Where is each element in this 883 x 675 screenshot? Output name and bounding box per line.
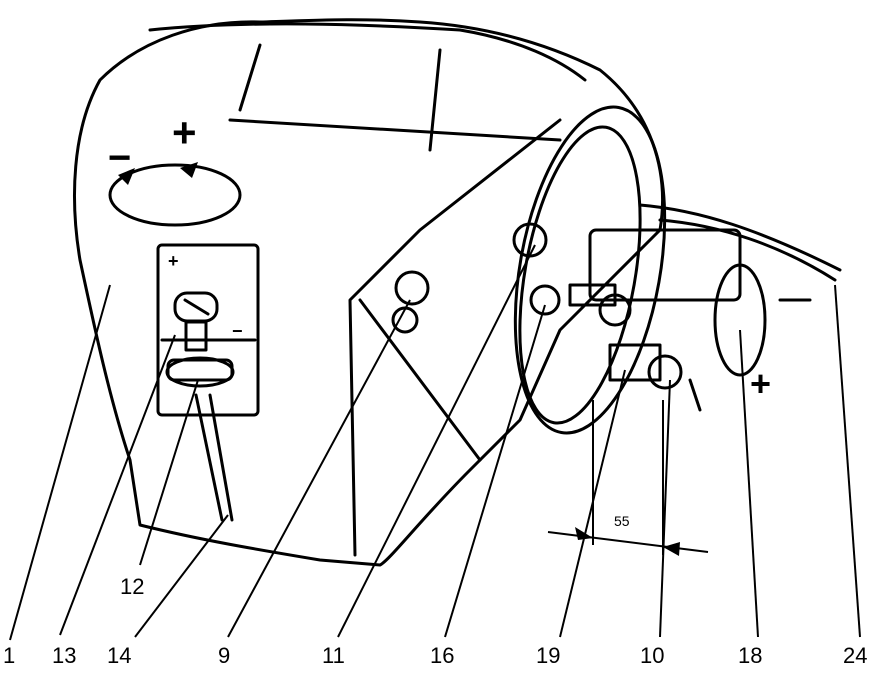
- leader-1: [9, 284, 111, 641]
- leader-18: [739, 329, 759, 638]
- housing-top-face: [148, 22, 587, 82]
- dimension-line: [547, 531, 709, 553]
- tension-spring: [713, 263, 767, 377]
- housing-outline: [73, 18, 664, 567]
- leader-13: [59, 334, 176, 636]
- plus-sign-top: +: [172, 109, 197, 156]
- callout-18: 18: [738, 643, 763, 668]
- dimension-55-label: 55: [614, 513, 630, 529]
- callout-14: 14: [107, 643, 132, 668]
- callout-24: 24: [843, 643, 868, 668]
- rotation-arrowhead-left: [118, 168, 135, 185]
- callout-13: 13: [52, 643, 77, 668]
- dimension-arrow-right: [663, 542, 680, 556]
- small-minus-sign: −: [232, 321, 243, 341]
- callout-11: 11: [322, 643, 345, 668]
- housing-side-edge: [348, 118, 562, 557]
- small-plus-sign: +: [168, 251, 179, 271]
- dimension-arrow-left: [575, 527, 593, 540]
- plus-sign-right: +: [750, 363, 772, 404]
- callout-12: 12: [120, 574, 145, 599]
- leader-11: [337, 244, 536, 638]
- screw-16: [529, 284, 561, 316]
- leader-24: [834, 284, 861, 638]
- knurled-nut: [165, 356, 235, 388]
- leader-16: [444, 304, 546, 638]
- callout-19: 19: [536, 643, 561, 668]
- callout-16: 16: [430, 643, 455, 668]
- callout-9: 9: [218, 643, 231, 668]
- leader-14: [134, 514, 229, 638]
- rotation-arrow: [108, 163, 242, 227]
- adjustment-plate: [156, 243, 260, 417]
- screw-9: [394, 270, 430, 306]
- minus-sign-top: −: [108, 136, 132, 180]
- knurled-wheel: [647, 354, 683, 390]
- leader-9: [227, 299, 411, 638]
- thread-guide-arm: [638, 203, 842, 272]
- callout-1: 1: [3, 643, 16, 668]
- rotation-arrowhead-right: [180, 162, 198, 178]
- end-cap: [513, 105, 667, 435]
- leader-12: [139, 379, 199, 566]
- leader-10: [659, 379, 671, 638]
- callout-10: 10: [640, 643, 665, 668]
